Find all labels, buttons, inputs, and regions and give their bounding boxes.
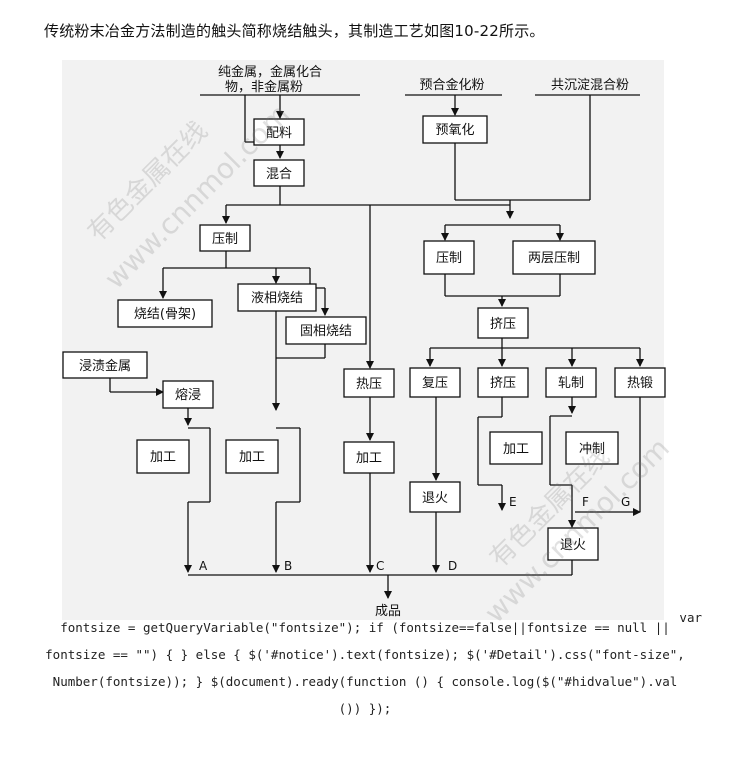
label-shaojie-gujia: 烧结(骨架) (134, 307, 196, 322)
connector-lines (109, 94, 644, 599)
label-yanghua: 预氧化 (435, 123, 474, 138)
label-yexiang: 液相烧结 (251, 291, 303, 306)
route-label-b: B (284, 559, 292, 573)
label-tuihuo-fg: 退火 (560, 538, 586, 553)
box-fuya (409, 367, 461, 398)
box-chongzhi (565, 431, 619, 465)
script-line: var (679, 610, 702, 625)
box-jiagong-e (489, 431, 543, 465)
label-peiliao: 配料 (266, 126, 292, 141)
route-label-d: D (448, 559, 457, 573)
box-guxiang (285, 316, 367, 345)
box-shaojie-gujia (117, 299, 213, 328)
label-fuya: 复压 (422, 376, 448, 391)
label-jiagong-a: 加工 (150, 450, 176, 465)
box-liangceng (512, 240, 596, 275)
label-jiya: 挤压 (490, 317, 516, 332)
box-jiya (477, 307, 529, 339)
source-coprecip: 共沉淀混合粉 (551, 78, 629, 93)
source-raw-line2: 物，非金属粉 (225, 79, 303, 95)
label-liangceng: 两层压制 (528, 251, 580, 266)
label-zhazhi: 轧制 (558, 376, 584, 391)
box-reduan (614, 367, 666, 398)
script-line: fontsize == "") { } else { $('#notice').… (45, 647, 685, 662)
box-yazhi-right (423, 240, 475, 275)
label-tuihuo-d: 退火 (422, 491, 448, 506)
route-labels: A B C D E F G (199, 495, 630, 573)
script-line: Number(fontsize)); } $(document).ready(f… (52, 674, 678, 689)
intro-text: 传统粉末冶金方法制造的触头简称烧结触头，其制造工艺如图10-22所示。 (44, 22, 545, 40)
box-hunhe (253, 159, 305, 187)
source-prealloy: 预合金化粉 (419, 77, 484, 93)
label-chongzhi: 冲制 (579, 442, 605, 457)
label-jiagong-e: 加工 (503, 442, 529, 457)
box-yexiang (237, 283, 317, 312)
box-jiagong-b (225, 439, 279, 474)
box-jiagong-c (343, 441, 395, 474)
label-rongjin: 熔浸 (175, 388, 201, 403)
label-guxiang: 固相烧结 (300, 324, 352, 339)
script-line: fontsize = getQueryVariable("fontsize");… (60, 620, 670, 635)
box-jintou (62, 351, 148, 379)
label-jiagong-b: 加工 (239, 450, 265, 465)
label-yazhi-left: 压制 (212, 232, 238, 247)
label-jiagong-c: 加工 (356, 451, 382, 466)
label-reduan: 热锻 (627, 376, 653, 391)
route-label-f: F (582, 495, 589, 509)
source-raw-line1: 纯金属，金属化合 (218, 64, 322, 80)
route-label-c: C (376, 559, 384, 573)
route-label-a: A (199, 559, 208, 573)
box-tuihuo-d (409, 481, 461, 513)
script-line: ()) }); (338, 701, 392, 716)
box-jiagong-a (136, 439, 190, 474)
label-reya: 热压 (356, 377, 382, 392)
product-label: 成品 (375, 604, 401, 619)
route-label-g: G (621, 495, 630, 509)
label-jintou: 浸渍金属 (79, 358, 131, 374)
node-labels: 纯金属，金属化合 物，非金属粉 预合金化粉 共沉淀混合粉 配料 混合 预氧化 压… (79, 64, 653, 553)
script-text-block: var fontsize = getQueryVariable("fontsiz… (20, 604, 710, 722)
box-reya (343, 368, 395, 398)
box-yanghua (422, 115, 488, 144)
process-boxes (62, 115, 666, 561)
box-peiliao (253, 118, 305, 146)
label-hunhe: 混合 (266, 167, 292, 182)
box-tuihuo-fg (547, 527, 599, 561)
route-label-e: E (509, 495, 517, 509)
box-jiya2 (477, 367, 529, 398)
box-yazhi-left (199, 224, 251, 252)
box-zhazhi (545, 367, 597, 398)
label-jiya2: 挤压 (490, 376, 516, 391)
box-rongjin (162, 380, 214, 409)
label-yazhi-right: 压制 (436, 251, 462, 266)
